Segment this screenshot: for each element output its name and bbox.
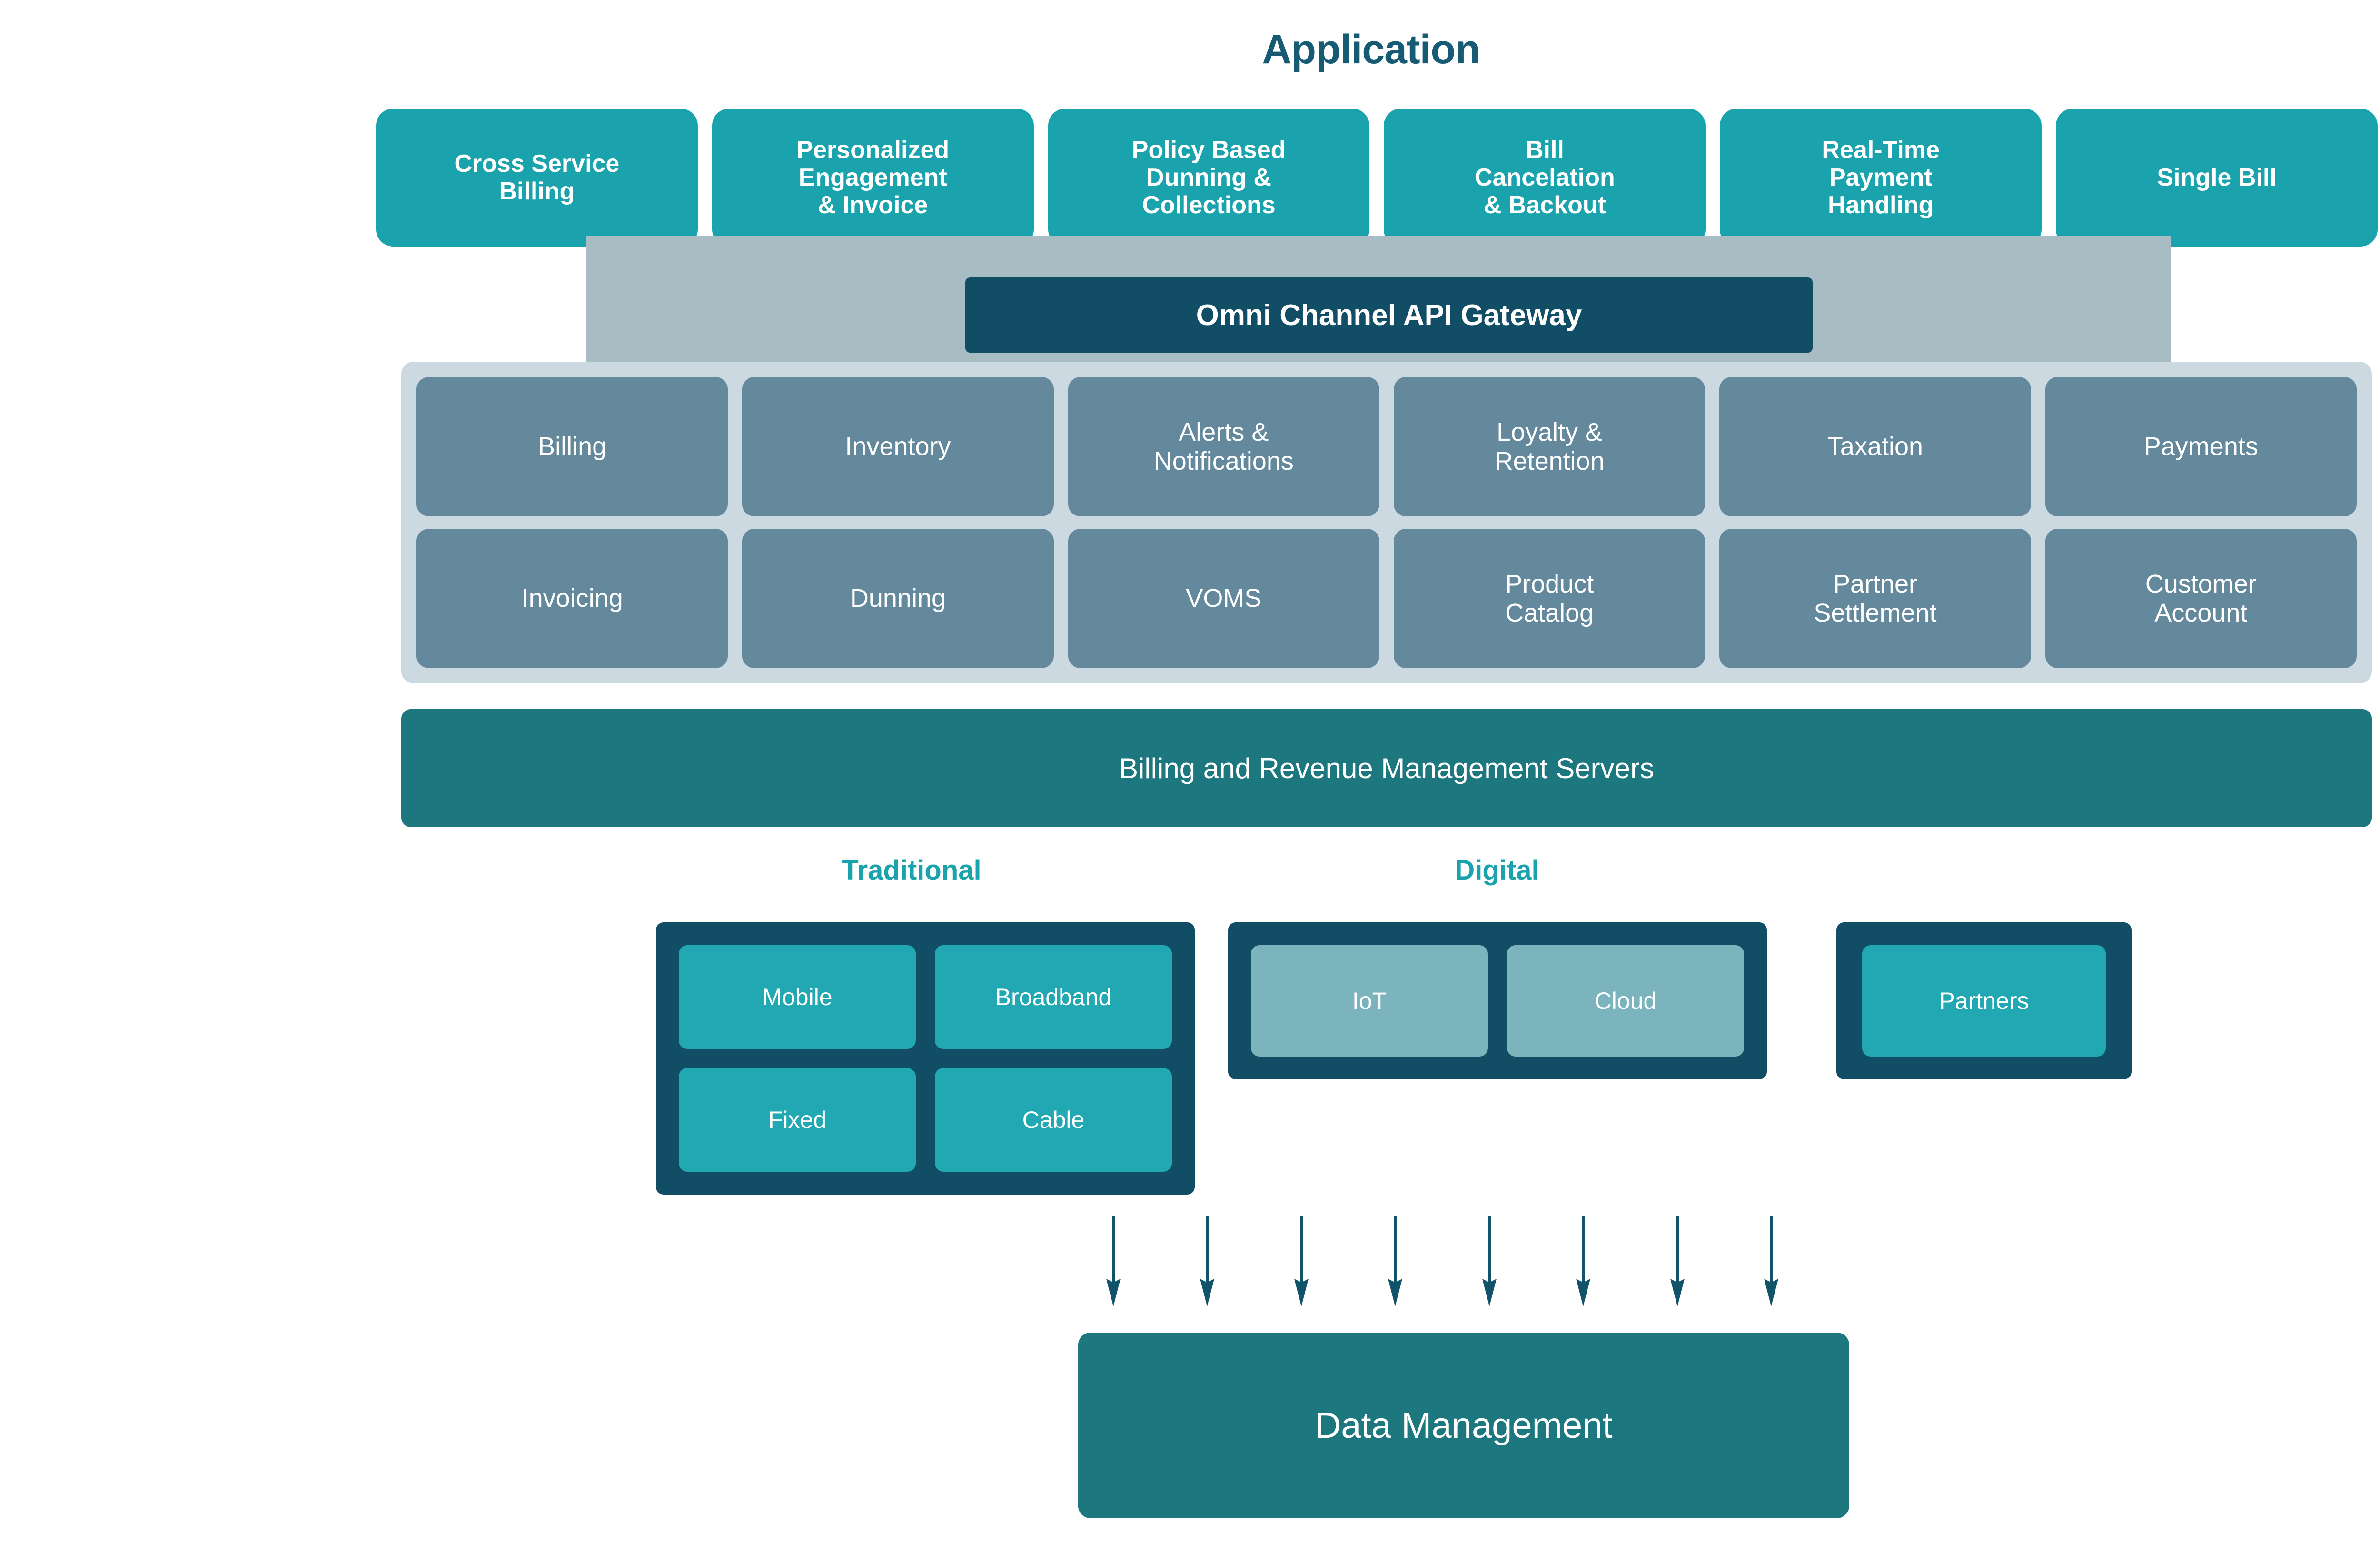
capability-card[interactable]: Single Bill [2056, 109, 2378, 247]
channel-card[interactable]: IoT [1251, 945, 1488, 1057]
down-arrow-icon [1576, 1216, 1590, 1306]
service-card[interactable]: Taxation [1719, 377, 2031, 516]
channel-card[interactable]: Partners [1862, 945, 2106, 1057]
capability-card[interactable]: Personalized Engagement & Invoice [712, 109, 1034, 247]
service-card[interactable]: Loyalty & Retention [1393, 377, 1706, 516]
traditional-group-box: Mobile Broadband Fixed Cable [656, 922, 1195, 1195]
capability-card[interactable]: Bill Cancelation & Backout [1384, 109, 1706, 247]
traditional-row-1: Mobile Broadband [679, 945, 1172, 1049]
capability-card[interactable]: Real-Time Payment Handling [1720, 109, 2042, 247]
api-gateway-bar[interactable]: Omni Channel API Gateway [965, 277, 1813, 353]
service-card[interactable]: Payments [2045, 377, 2357, 516]
service-card[interactable]: Customer Account [2045, 529, 2357, 668]
brm-servers-bar[interactable]: Billing and Revenue Management Servers [401, 709, 2372, 827]
digital-row-1: IoT Cloud [1251, 945, 1744, 1057]
channel-card[interactable]: Cloud [1507, 945, 1744, 1057]
capability-row: Cross Service Billing Personalized Engag… [376, 109, 2378, 247]
service-card[interactable]: Invoicing [416, 529, 728, 668]
service-card[interactable]: Partner Settlement [1719, 529, 2031, 668]
channel-card[interactable]: Fixed [679, 1068, 916, 1172]
flow-arrows [1066, 1216, 1818, 1306]
partners-group-box: Partners [1836, 922, 2132, 1079]
service-card[interactable]: Billing [416, 377, 728, 516]
down-arrow-icon [1670, 1216, 1685, 1306]
service-card[interactable]: Inventory [742, 377, 1054, 516]
digital-group-box: IoT Cloud [1228, 922, 1767, 1079]
service-card[interactable]: Product Catalog [1393, 529, 1706, 668]
services-panel: Billing Inventory Alerts & Notifications… [401, 362, 2372, 683]
down-arrow-icon [1764, 1216, 1778, 1306]
digital-group-title: Digital [1455, 855, 1539, 886]
data-management-box[interactable]: Data Management [1078, 1333, 1849, 1518]
channel-card[interactable]: Broadband [935, 945, 1172, 1049]
service-card[interactable]: VOMS [1068, 529, 1379, 668]
page-title: Application [1262, 27, 1480, 72]
capability-card[interactable]: Cross Service Billing [376, 109, 698, 247]
channel-card[interactable]: Mobile [679, 945, 916, 1049]
traditional-group-title: Traditional [842, 855, 982, 886]
down-arrow-icon [1388, 1216, 1402, 1306]
services-row-2: Invoicing Dunning VOMS Product Catalog P… [416, 529, 2357, 668]
services-row-1: Billing Inventory Alerts & Notifications… [416, 377, 2357, 516]
traditional-row-2: Fixed Cable [679, 1068, 1172, 1172]
capability-card[interactable]: Policy Based Dunning & Collections [1048, 109, 1370, 247]
down-arrow-icon [1200, 1216, 1214, 1306]
partners-row-1: Partners [1862, 945, 2106, 1057]
service-card[interactable]: Dunning [742, 529, 1054, 668]
down-arrow-icon [1106, 1216, 1121, 1306]
down-arrow-icon [1294, 1216, 1309, 1306]
channel-card[interactable]: Cable [935, 1068, 1172, 1172]
down-arrow-icon [1482, 1216, 1497, 1306]
service-card[interactable]: Alerts & Notifications [1068, 377, 1379, 516]
